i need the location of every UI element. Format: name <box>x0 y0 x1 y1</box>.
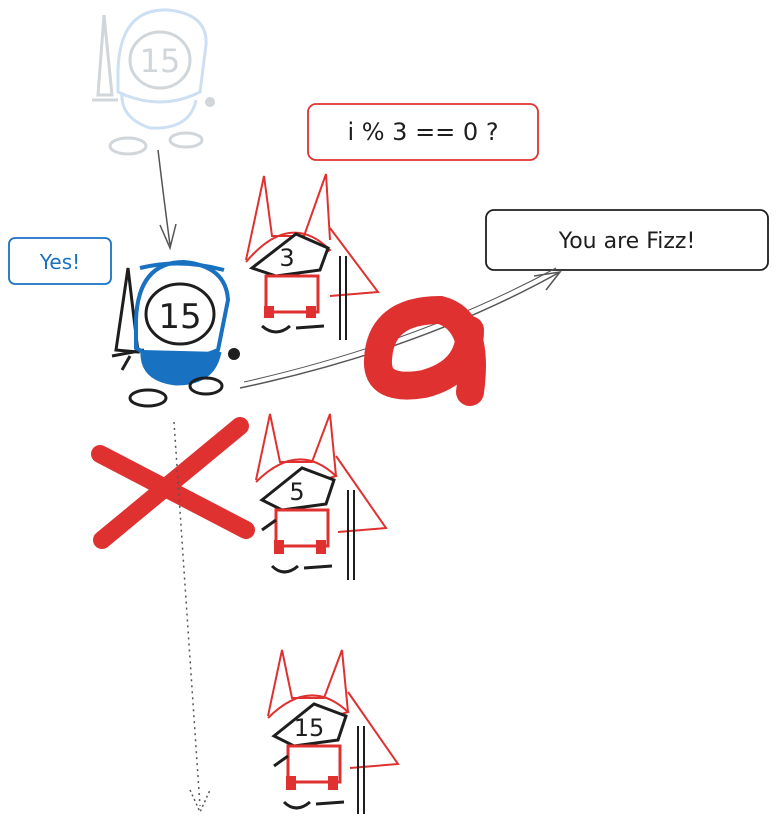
enemy-5-number: 5 <box>289 478 304 506</box>
yes-label-text: Yes! <box>39 250 80 274</box>
knight-active: 15 <box>111 259 240 408</box>
result-text: You are Fizz! <box>558 229 696 254</box>
knight-ghost: 15 <box>92 8 215 156</box>
result-box: You are Fizz! <box>485 209 769 271</box>
result-arrow <box>239 267 562 389</box>
enemy-3-number: 3 <box>279 244 294 272</box>
knight-active-number: 15 <box>158 297 201 337</box>
question-box: i % 3 == 0 ? <box>307 103 539 161</box>
knight-ghost-number: 15 <box>140 42 181 80</box>
cross-mark-icon: cross-mark-icon <box>91 417 255 549</box>
enemy-3: 3 <box>245 173 380 340</box>
yes-label-box: Yes! <box>8 237 112 285</box>
question-text: i % 3 == 0 ? <box>347 118 498 146</box>
move-arrow <box>157 149 177 251</box>
enemy-15-number: 15 <box>294 714 325 742</box>
dotted-path-arrow <box>173 421 211 814</box>
enemy-15: 15 <box>267 649 400 814</box>
enemy-5: 5 <box>255 413 388 580</box>
red-scribble: scribble-icon <box>364 295 486 406</box>
